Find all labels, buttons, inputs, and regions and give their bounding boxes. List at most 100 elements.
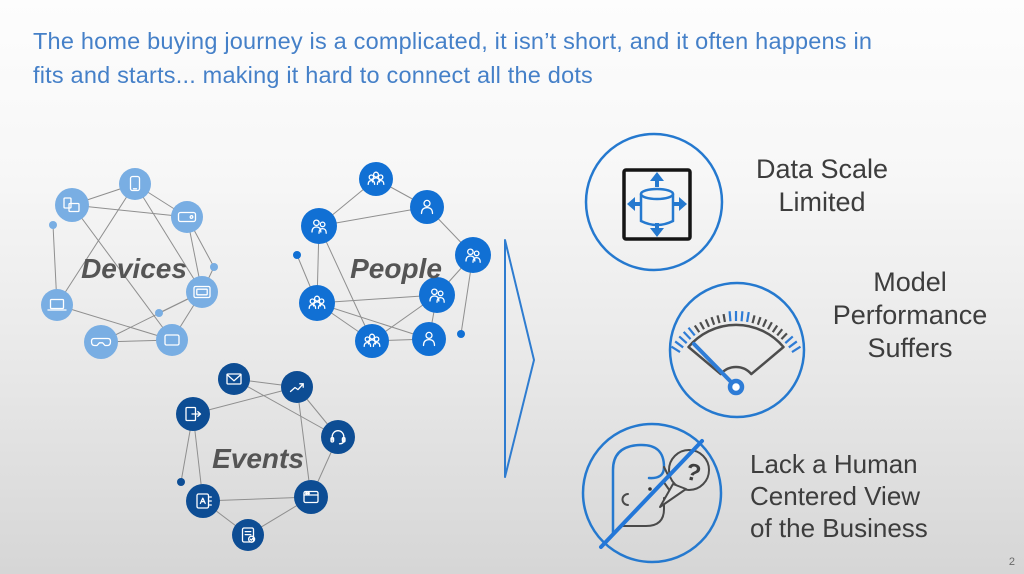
gauge-tick [745, 311, 750, 323]
low-gauge-icon [668, 281, 806, 419]
network-node [55, 188, 89, 222]
cluster-label-events: Events [212, 443, 304, 474]
calendar-icon [303, 490, 319, 504]
tablet-icon [164, 334, 180, 346]
network-node [84, 325, 118, 359]
network-edge [318, 225, 373, 342]
people-pair-icon [429, 288, 445, 303]
circle-outline [581, 422, 723, 564]
monitor-icon [193, 285, 211, 299]
people-group-icon [363, 333, 381, 348]
gauge-dial [687, 323, 785, 376]
network-node [299, 285, 335, 321]
people-group-icon [367, 171, 385, 186]
ear [621, 493, 629, 506]
network-node [186, 276, 218, 308]
email-icon [226, 373, 242, 385]
network-edge [202, 496, 312, 502]
cluster-events: Events [176, 363, 355, 551]
gauge-tick [670, 345, 681, 353]
gauge-tick [728, 311, 732, 322]
head-outline [611, 443, 666, 535]
network-edge [316, 302, 430, 340]
expand-arrows [627, 172, 687, 237]
vr-headset-icon [90, 337, 112, 347]
gauge-tick [699, 321, 705, 330]
document-icon [241, 527, 256, 543]
gauge-ticks [670, 310, 802, 353]
eye-dot [648, 487, 652, 491]
gauge-tick [776, 328, 784, 337]
network-node [41, 289, 73, 321]
cluster-label-devices: Devices [81, 253, 187, 284]
network-edge [56, 304, 173, 341]
network-dot [155, 309, 163, 317]
gauge-tick [771, 324, 779, 333]
constraint-box [622, 168, 692, 241]
gauge-tick [751, 315, 756, 324]
gauge-tick [722, 313, 727, 323]
circle-outline [668, 281, 806, 419]
gauge-tick [788, 340, 798, 349]
network-dot [177, 478, 185, 486]
network-node [218, 363, 250, 395]
database-cylinder [639, 187, 675, 227]
network-node [281, 371, 313, 403]
speech-bubble-tail [659, 483, 687, 508]
gauge-tick [756, 316, 762, 326]
network-node [419, 277, 455, 313]
network-dot [210, 263, 218, 271]
prohibition-slash [599, 439, 704, 549]
gauge-hub [727, 378, 745, 396]
sign-in-icon [185, 406, 202, 422]
network-node [301, 208, 337, 244]
network-edge [71, 204, 173, 341]
gauge-tick [740, 311, 744, 322]
finding-label-data-scale: Data Scale Limited [755, 154, 889, 217]
multi-device-icon [63, 197, 80, 213]
gauge-tick [762, 319, 768, 328]
support-headset-icon [330, 430, 346, 445]
circle-outline [584, 132, 724, 272]
people-group-icon [308, 295, 326, 310]
network-node [455, 237, 491, 273]
gauge-tick [791, 345, 802, 353]
gauge-tick [687, 326, 696, 337]
network-edge [296, 386, 312, 498]
gauge-tick [784, 335, 794, 344]
gauge-tick [682, 331, 692, 340]
network-node [321, 420, 355, 454]
funnel-arrow [504, 239, 535, 478]
network-edge [192, 386, 298, 415]
page-number: 2 [1008, 556, 1015, 568]
network-edge [318, 206, 428, 227]
cluster-people: People [293, 162, 491, 358]
slide-title: The home buying journey is a complicated… [33, 28, 873, 88]
gauge-tick [767, 321, 773, 330]
people-pair-icon [311, 219, 327, 234]
network-edge [134, 183, 203, 293]
gauge-tick [704, 319, 710, 328]
finding-label-model-performance: Model Performance Suffers [832, 267, 988, 363]
network-edge [56, 183, 136, 306]
network-dot [293, 251, 301, 259]
speech-bubble [668, 449, 710, 491]
network-node [294, 480, 328, 514]
trend-chart-icon [289, 383, 304, 393]
gauge-tick [678, 335, 688, 344]
network-edge [71, 204, 188, 218]
network-edge [316, 294, 438, 304]
question-mark: ? [683, 458, 704, 488]
gauge-tick [674, 340, 684, 349]
network-node [359, 162, 393, 196]
constrained-database-icon [584, 132, 724, 272]
no-conversation-icon: ? [581, 422, 723, 564]
cluster-label-people: People [350, 253, 442, 284]
network-edge [233, 378, 339, 438]
person-icon [420, 199, 434, 215]
gauge-needle [692, 342, 738, 389]
network-node [119, 168, 151, 200]
gauge-tick [716, 315, 721, 324]
network-node [355, 324, 389, 358]
